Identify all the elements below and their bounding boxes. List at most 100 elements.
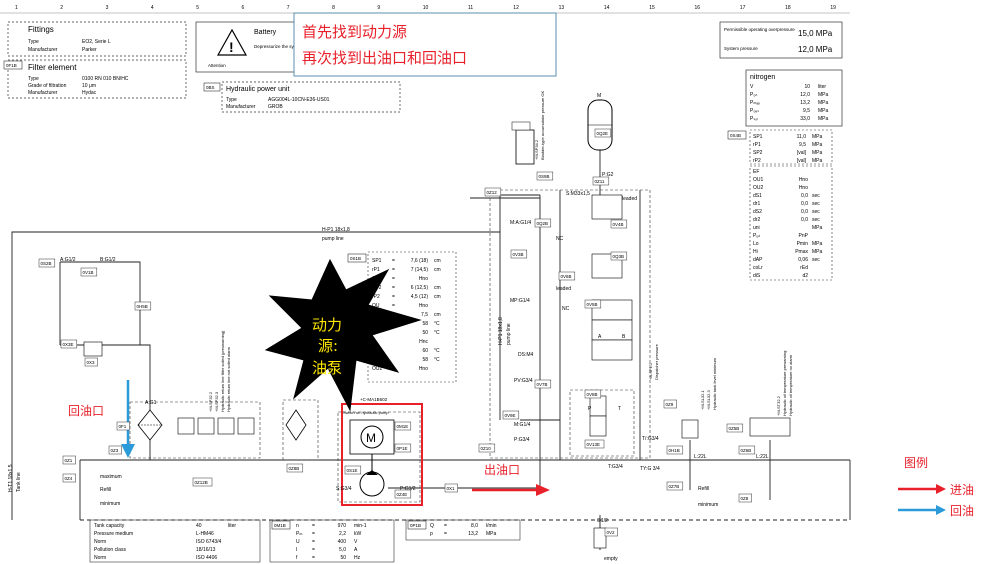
battery-warning-box: ! Battery Depressurize the sy Attention	[195, 21, 297, 73]
motor-row-eq: =	[312, 539, 315, 545]
component-code: 0Z8B	[289, 466, 300, 471]
svg-text:leaded: leaded	[556, 286, 571, 292]
motor-row-label: I	[296, 547, 297, 553]
svg-text:L:22L: L:22L	[756, 454, 769, 460]
motor-row-unit: min-1	[354, 523, 367, 529]
component-code: 0V5B	[587, 302, 598, 307]
starburst-line-1: 动力	[312, 316, 342, 334]
legend: 图例 进油 回油	[898, 456, 974, 518]
legend-supply-label: 进油	[950, 483, 974, 497]
svg-text:B:G1/2: B:G1/2	[100, 257, 116, 263]
component-code-box	[584, 389, 602, 399]
tank-row-label: Tank capacity	[94, 523, 125, 529]
motor-icon	[360, 425, 384, 449]
component-code: 0Z8	[741, 496, 749, 501]
motor-row-eq: =	[312, 547, 315, 553]
component-code-box	[592, 176, 610, 186]
svg-text:0S1B: 0S1B	[350, 256, 361, 261]
svg-text:0P1B: 0P1B	[410, 523, 421, 528]
outlet-port-label: 出油口	[484, 463, 520, 477]
pump-data-table: 0P1B Switch on hydraulic pump +C-MA1B602…	[343, 397, 521, 541]
svg-text:T:G3/4: T:G3/4	[608, 464, 623, 470]
legend-title: 图例	[904, 456, 928, 470]
temp-row-value: Hno	[419, 366, 428, 372]
component-code: 0Z12B	[195, 480, 208, 485]
svg-text:M: M	[366, 431, 376, 445]
component-code-box	[62, 473, 76, 483]
param-label: dr1	[753, 201, 760, 207]
ruler-number: 19	[830, 5, 836, 11]
component-code-box	[738, 493, 752, 503]
ruler-number: 12	[513, 5, 519, 11]
svg-text:15,0 MPa: 15,0 MPa	[798, 29, 833, 38]
ruler-number: 5	[196, 5, 199, 11]
component-code-box	[502, 410, 520, 420]
component-code-box	[604, 527, 618, 537]
param-label: dr2	[753, 217, 760, 223]
tank-row-value: ISO 6743/4	[196, 539, 222, 545]
component-code-box	[444, 483, 458, 493]
temp-row-unit: cm	[434, 294, 441, 300]
svg-text:empty: empty	[604, 556, 618, 562]
tank-row-value: ISO 4406	[196, 555, 217, 561]
vertical-note: Hydraulic oil temperature prewarning	[782, 351, 787, 416]
param-value: 9,5	[799, 142, 806, 148]
temp-row-value: 60	[422, 348, 428, 354]
warning-icon	[216, 28, 248, 56]
param-label: EF	[753, 169, 759, 175]
svg-text:!: !	[229, 39, 234, 55]
svg-text:Type: Type	[226, 97, 237, 103]
svg-text:L:22L: L:22L	[694, 454, 707, 460]
ruler-number: 14	[604, 5, 610, 11]
component-code: 0Z6B	[741, 448, 752, 453]
vertical-note: Hydraulic oil temperature no alarm	[788, 354, 793, 416]
svg-text:S:M33x1,5: S:M33x1,5	[566, 191, 590, 197]
param-unit: MPa	[812, 142, 823, 148]
temp-row-label: rP1	[372, 267, 380, 273]
vertical-note: +M-SP32.3	[214, 391, 219, 412]
svg-text:Hydac: Hydac	[82, 90, 97, 96]
component-code: 0Z10	[481, 446, 492, 451]
fittings-title: Fittings	[28, 25, 54, 34]
svg-text:0100 RN 010 BN/HC: 0100 RN 010 BN/HC	[82, 76, 129, 82]
component-code-box	[534, 379, 552, 389]
param-label: SP1	[753, 134, 763, 140]
callout-line-1: 首先找到动力源	[302, 23, 407, 41]
param-label: diS	[753, 273, 761, 279]
temp-row-value: 4,5 (12)	[411, 294, 429, 300]
component-code-box	[84, 357, 98, 367]
param-label: rP1	[753, 142, 761, 148]
svg-text:Battery: Battery	[254, 29, 277, 36]
param-value: 0,0	[801, 217, 808, 223]
svg-text:nitrogen: nitrogen	[750, 74, 775, 81]
ruler-number: 10	[423, 5, 429, 11]
pump-icon	[359, 471, 385, 497]
component-code-box	[344, 465, 362, 475]
svg-text:P:G1/2: P:G1/2	[400, 486, 416, 492]
component-code-box	[134, 301, 152, 311]
component-code: 0F1	[119, 424, 127, 429]
motor-row-eq: =	[312, 523, 315, 529]
svg-text:M: M	[597, 93, 601, 99]
pump-row-unit: l/min	[486, 523, 497, 529]
svg-text:NC: NC	[556, 236, 564, 242]
temp-row-value: 58	[422, 357, 428, 363]
vertical-note: Hydraulic return line filter soiled (pre…	[220, 330, 225, 412]
component-code-box	[536, 171, 554, 181]
svg-text:+C-MA1B602: +C-MA1B602	[360, 397, 388, 402]
svg-text:P:G2: P:G2	[602, 172, 614, 178]
instruction-callout: 首先找到动力源 再次找到出油口和回油口	[293, 12, 557, 77]
svg-text:0BS: 0BS	[206, 85, 215, 90]
temp-row-label: SP1	[372, 258, 382, 264]
component-code-box	[38, 258, 56, 268]
param-value: Hno	[799, 185, 808, 191]
param-label: dS1	[753, 193, 762, 199]
component-code: 0H1B	[669, 448, 680, 453]
component-code: 0Z11	[595, 179, 605, 184]
motor-row-unit: kW	[354, 531, 362, 537]
motor-row-value: 5,0	[339, 547, 346, 553]
